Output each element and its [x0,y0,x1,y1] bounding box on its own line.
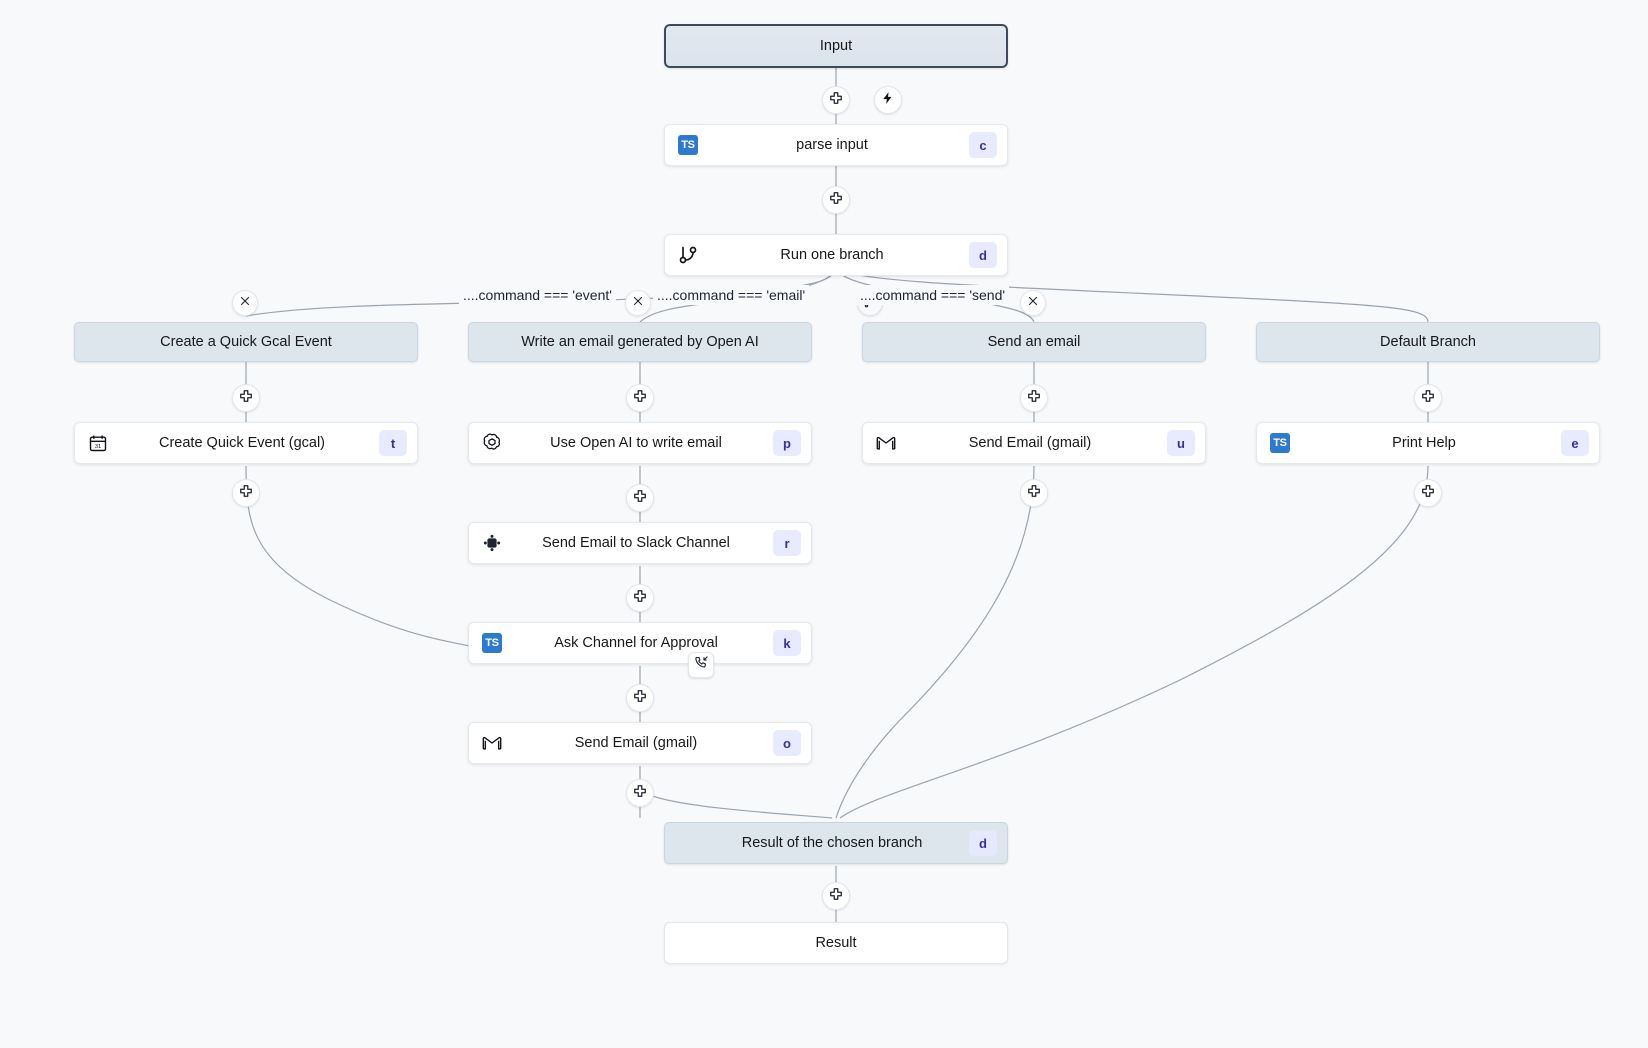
add-step-button-branch-1-top[interactable] [626,384,654,412]
shortcut-badge-print-help[interactable]: e [1561,430,1589,456]
node-use-openai-write-email-label: Use Open AI to write email [550,435,722,451]
plus-cross-icon [633,489,647,508]
slack-icon [479,530,505,556]
node-ask-channel-for-approval-label: Ask Channel for Approval [554,635,718,651]
node-send-email-slack-channel[interactable]: Send Email to Slack Channel r [468,522,812,564]
shortcut-badge-create-quick-event[interactable]: t [379,430,407,456]
condition-label-0[interactable]: ....command === 'event' [459,285,616,305]
branch-header-0[interactable]: Create a Quick Gcal Event [74,322,418,362]
node-send-email-gmail-branch2-label: Send Email (gmail) [968,435,1092,451]
shortcut-badge-run-one-branch[interactable]: d [969,242,997,268]
openai-icon [479,430,505,456]
node-input-label: Input [819,38,853,54]
add-step-button-branch-0-bottom[interactable] [232,479,260,507]
remove-branch-button-0[interactable] [232,290,258,316]
shortcut-badge-result-of-branch[interactable]: d [969,830,997,856]
spacer-icon [675,830,701,856]
branch-header-2-label: Send an email [987,334,1081,350]
plus-cross-icon [1027,484,1041,503]
node-ask-channel-for-approval[interactable]: TS Ask Channel for Approval k [468,622,812,664]
git-branch-icon [675,242,701,268]
close-x-icon [1027,294,1039,312]
node-create-quick-event-gcal[interactable]: 31 Create Quick Event (gcal) t [74,422,418,464]
close-x-icon [632,294,644,312]
node-result-of-chosen-branch[interactable]: Result of the chosen branch d [664,822,1008,864]
add-step-button-branch-1-1[interactable] [626,484,654,512]
add-step-button-branch-0-top[interactable] [232,384,260,412]
gmail-icon [479,730,505,756]
plus-cross-icon [1421,389,1435,408]
plus-cross-icon [829,91,843,110]
plus-cross-icon [1027,389,1041,408]
remove-branch-button-1[interactable] [625,290,651,316]
branch-header-2[interactable]: Send an email [862,322,1206,362]
add-step-button-branch-2-bottom[interactable] [1020,479,1048,507]
trigger-button[interactable] [874,86,902,114]
plus-cross-icon [1421,484,1435,503]
suspend-approval-icon [694,655,709,675]
add-step-button-branch-3-bottom[interactable] [1414,479,1442,507]
node-send-email-slack-channel-label: Send Email to Slack Channel [542,535,730,551]
add-step-button-branch-1-bottom[interactable] [626,779,654,807]
add-step-button-result[interactable] [822,882,850,910]
shortcut-badge-parse-input[interactable]: c [969,132,997,158]
branch-header-1[interactable]: Write an email generated by Open AI [468,322,812,362]
gmail-icon [873,430,899,456]
node-result-label: Result [815,935,857,951]
plus-cross-icon [633,589,647,608]
node-parse-input[interactable]: TS parse input c [664,124,1008,166]
add-step-button-branch-2-top[interactable] [1020,384,1048,412]
branch-header-3[interactable]: Default Branch [1256,322,1600,362]
node-send-email-gmail-branch2[interactable]: Send Email (gmail) u [862,422,1206,464]
shortcut-badge-gmail-branch1[interactable]: o [773,730,801,756]
node-print-help[interactable]: TS Print Help e [1256,422,1600,464]
condition-label-2[interactable]: ....command === 'send' [856,285,1010,305]
node-result[interactable]: Result [664,922,1008,964]
node-parse-input-label: parse input [796,137,868,153]
add-step-button-branch-1-3[interactable] [626,684,654,712]
condition-label-1[interactable]: ....command === 'email' [653,285,810,305]
node-use-openai-write-email[interactable]: Use Open AI to write email p [468,422,812,464]
node-send-email-gmail-branch1[interactable]: Send Email (gmail) o [468,722,812,764]
plus-cross-icon [633,689,647,708]
node-run-one-branch-label: Run one branch [780,247,884,263]
plus-cross-icon [829,191,843,210]
node-input[interactable]: Input [664,24,1008,68]
node-create-quick-event-gcal-label: Create Quick Event (gcal) [158,435,325,451]
node-send-email-gmail-branch1-label: Send Email (gmail) [574,735,698,751]
plus-cross-icon [829,887,843,906]
add-step-button-parse-input[interactable] [822,186,850,214]
node-run-one-branch[interactable]: Run one branch d [664,234,1008,276]
shortcut-badge-ask-channel[interactable]: k [773,630,801,656]
node-result-of-chosen-branch-label: Result of the chosen branch [741,835,923,851]
lightning-icon [881,91,895,110]
calendar-icon: 31 [85,430,111,456]
remove-branch-button-2[interactable] [1020,290,1046,316]
plus-cross-icon [633,784,647,803]
suspend-approval-badge[interactable] [688,652,714,678]
branch-header-3-label: Default Branch [1380,334,1476,350]
add-step-button-branch-3-top[interactable] [1414,384,1442,412]
plus-cross-icon [239,389,253,408]
plus-cross-icon [239,484,253,503]
add-step-button-branch-1-2[interactable] [626,584,654,612]
plus-cross-icon [633,389,647,408]
branch-header-0-label: Create a Quick Gcal Event [160,334,332,350]
shortcut-badge-slack[interactable]: r [773,530,801,556]
svg-text:31: 31 [95,444,101,450]
typescript-icon: TS [675,132,701,158]
shortcut-badge-use-openai[interactable]: p [773,430,801,456]
close-x-icon [239,294,251,312]
typescript-icon: TS [1267,430,1293,456]
shortcut-badge-gmail-branch2[interactable]: u [1167,430,1195,456]
add-step-button-input[interactable] [822,86,850,114]
node-print-help-label: Print Help [1392,435,1456,451]
typescript-icon: TS [479,630,505,656]
branch-header-1-label: Write an email generated by Open AI [521,334,759,350]
